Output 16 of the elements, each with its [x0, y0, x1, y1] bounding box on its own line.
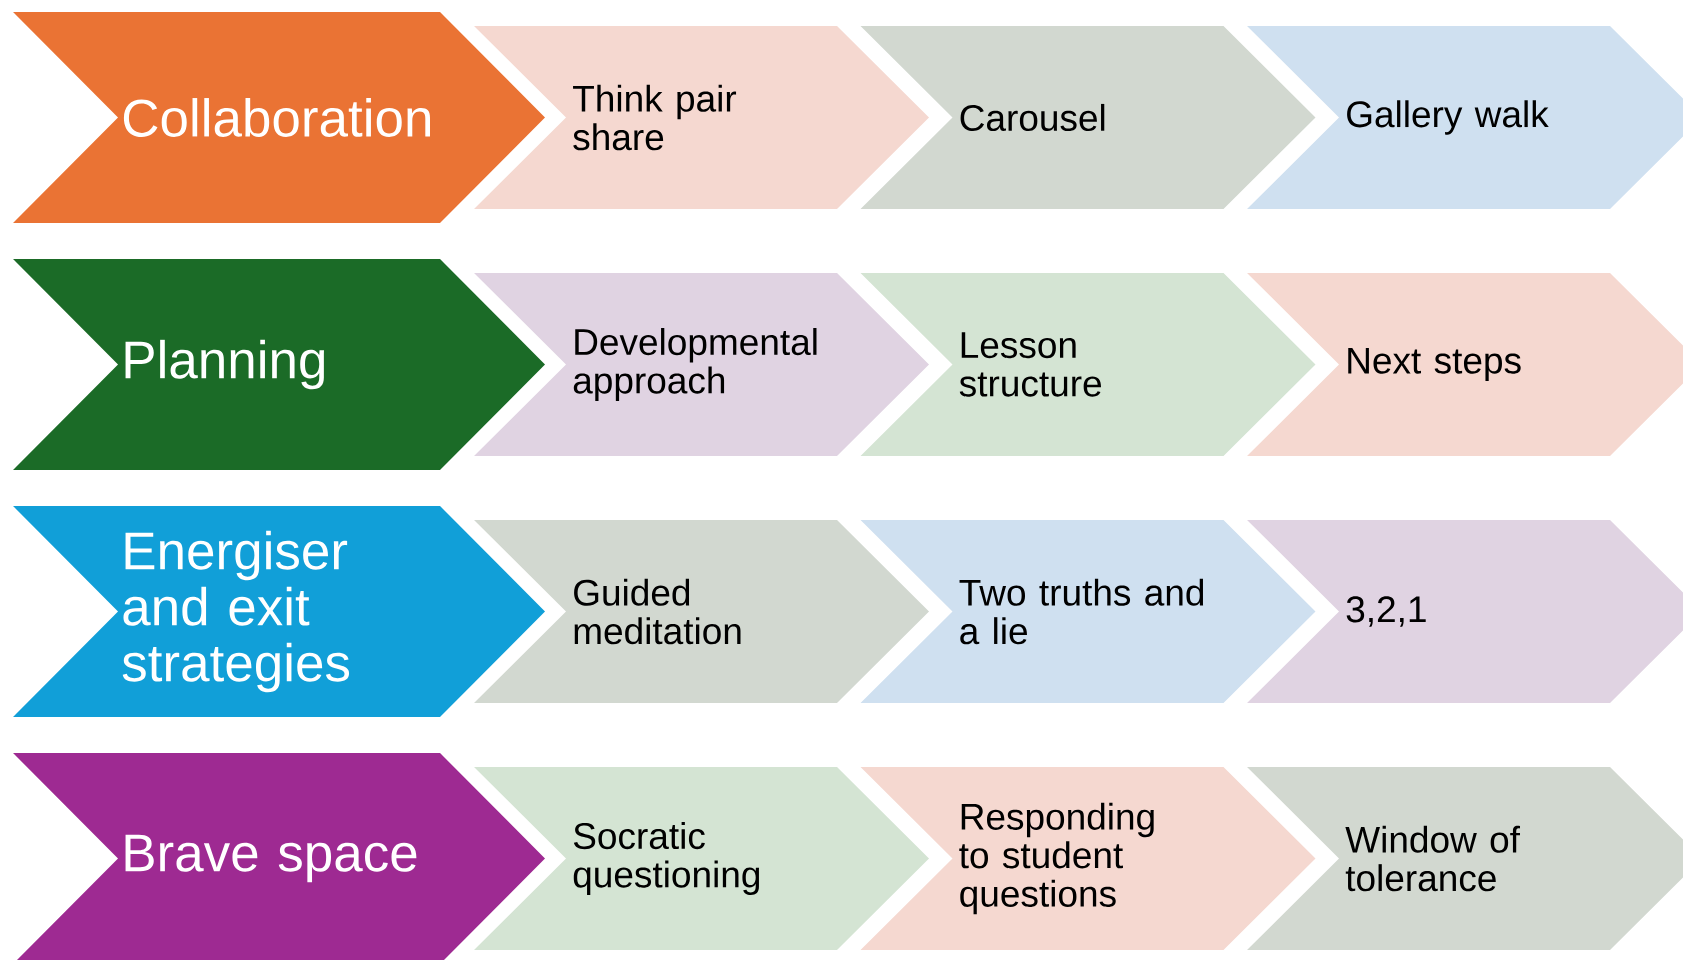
step-box: Guided meditation [474, 520, 929, 703]
step-box: Developmental approach [474, 273, 929, 456]
step-box: Gallery walk [1247, 26, 1683, 209]
step-box: 3,2,1 [1247, 520, 1683, 703]
step-box: Carousel [860, 26, 1316, 209]
step-box: Brave space [13, 753, 545, 960]
step-box: Think pair share [474, 26, 929, 209]
step-box: Socratic questioning [474, 767, 929, 950]
step-box: Energiser and exit strategies [13, 506, 545, 717]
step-box: Lesson structure [860, 273, 1316, 456]
step-box: Two truths and a lie [860, 520, 1316, 703]
step-box: Window of tolerance [1247, 767, 1683, 950]
step-box: Planning [13, 259, 545, 470]
step-box: Next steps [1247, 273, 1683, 456]
step-box: Responding to student questions [860, 767, 1316, 950]
step-box: Collaboration [13, 12, 545, 223]
